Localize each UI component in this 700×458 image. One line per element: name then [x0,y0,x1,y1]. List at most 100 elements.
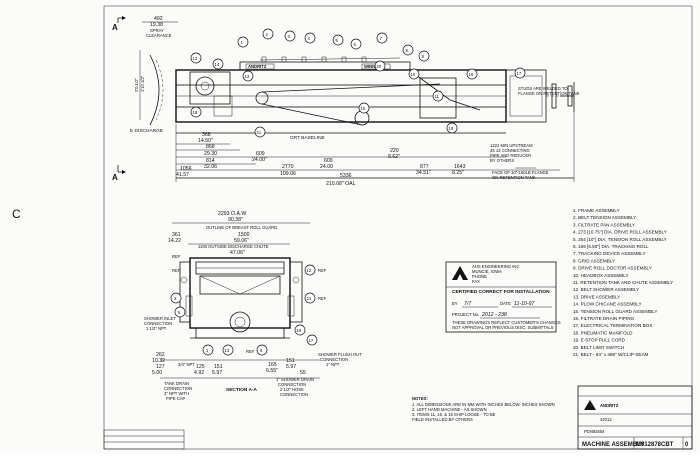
sec-bot-3: 5.00 [152,370,162,376]
title-drawing-number: M012878CBT [636,442,674,448]
parts-list-item: 11. RETENTION TANK AND CHUTE ASSEMBLY [573,280,673,285]
company-logo-icon [452,266,468,280]
notes-line-2: 3. ITEMS 11, 15, & 16 SHIP LOOSE - TO BE [412,412,496,417]
sec-bot-12: 5.97 [286,364,296,370]
bubble-t-0: 1 [241,40,244,45]
cert-by-value: 7/7 [464,301,472,307]
parts-list-item: 9. DRIVE ROLL DOCTOR ASSEMBLY [573,266,652,271]
dim-m-6: 220 [390,148,399,154]
parts-list-item: 6. 165 [6.50"] DIA. TRACKING ROLL [573,244,649,249]
sec-left-1: REF [172,268,181,273]
section-view: 2293 O.A.W 90.38" OUTLINE OF BREAST ROLL… [144,211,362,401]
ref-1: REF [318,296,327,301]
sec-bot-1: 10.32 [152,358,165,364]
bubble-t-15: 16 [469,72,474,77]
cert-footer-1: NOT APPROVAL OR PREVIOUS DISC. SUBMITTAL… [452,325,554,330]
bubble-t-1: 2 [266,32,269,37]
bubble-t-16: 17 [517,71,522,76]
bubble-t-8: 9 [422,54,425,59]
parts-list-item: 10. HEADBOX ASSEMBLY [573,273,629,278]
drain-outlet [229,311,251,333]
sec-bot-10: 6.55" [266,368,278,374]
dim-m-8: 877 [420,164,429,170]
left-dim-2: SPRAY [150,28,164,33]
sec-top-2: OUTLINE OF BREAST ROLL GUARD [206,225,277,230]
ref-0: REF [318,268,327,273]
bubble-s-3: 5 [178,310,181,315]
dim-m-5: 24.00 [320,164,333,170]
overall-dim-1: 210.08" OAL [326,181,356,187]
bubble-t-13: 14 [215,62,220,67]
dim-m-1: 24.00" [252,157,267,163]
sec-note-6: 1" NPT [326,362,340,367]
sec-bot-9: 165 [268,362,277,368]
bubble-s-0: 12 [307,268,312,273]
dim-l-7: 41.57 [176,172,189,178]
cert-company-1: MUNCIE, IOWA [472,269,502,274]
notes-line-0: 1. ALL DIMENSIONS ARE IN MM WITH INCHES … [412,402,555,407]
bubble-t-14: 15 [361,106,366,111]
bubble-t-12: 13 [245,74,250,79]
studs-note-0: STUDS ARE WELDED TO [518,86,568,91]
studs-note-1: FLANGE ON RETENTION TANK [518,91,580,96]
bubble-t-10: 11 [435,94,440,99]
side-dim-1: 14.22 [168,238,181,244]
parts-list-item: 2. BELT TENSION ASSEMBLY [573,215,636,220]
sec-top-0: 2293 O.A.W [218,211,246,217]
side-dim-0: 361 [172,232,181,238]
dim-l-3: 29.30 [204,151,217,157]
dim-m-7: 8.62" [388,154,400,160]
cert-date-value: 11-10-97 [514,301,535,307]
sec-top-5: 1193 OUTSIDE DISCHARGE CHUTE [198,244,269,249]
sec-note-7: 1" SHOWER DRAIN [276,377,314,382]
bubble-t-20: 21 [257,130,262,135]
dim-l-4: 814 [206,158,215,164]
top-view-balloons: 1 2 3 4 5 6 7 8 9 10 11 12 13 14 15 16 1… [190,28,526,138]
cert-project-value: 2012 - 238 [481,312,507,318]
certification-block: AHS ENGINEERING INC MUNCIE, IOWA PHONE F… [445,261,561,333]
bubble-t-6: 7 [380,36,383,41]
sec-left-3: CONNECTION [144,321,172,326]
sec-left-4: 1 1/2" NPT [146,326,167,331]
sec-left-0: REF [172,254,181,259]
cert-by-label: BY [452,301,458,306]
dim-m-2: 2770 [282,164,294,170]
bubble-t-5: 6 [354,42,357,47]
left-dim-0: 492 [154,16,163,22]
dim-m-4: 609 [324,158,333,164]
bubble-t-7: 8 [406,48,409,53]
bubble-s-1: 21 [307,296,312,301]
bubble-s-8: 1 [206,348,209,353]
dim-l-6: 1056 [180,166,192,172]
notes-line-1: 2. LEFT HAND MACHINE - AS SHOWN [412,407,487,412]
dim-l-1: 14.50" [198,138,213,144]
title-block: ANDRITZ 42012 PDN92654 MACHINE ASSEMBLY … [103,385,693,450]
parts-list-item: 21. BELT - 84" x 386" W/CLIP-SEAM [573,352,649,357]
cert-company-2: PHONE [472,274,487,279]
top-view: A A 492 19.38 SPRAY CLEARANCE 2'0.1/2" 1… [112,16,580,187]
retention-tank [419,77,457,119]
sheet-border [103,5,693,450]
sec-note-4: SHOWER FLUSH OUT [318,352,362,357]
dim-l-0: 368 [202,132,211,138]
sec-bot-8: 5.97 [212,370,222,376]
parts-list-item: 4. 273 [10.75"] DIA. DRIVE ROLL ASSEMBLY [573,230,667,235]
bubble-t-18: 19 [449,126,454,131]
discharge-arc [149,54,160,126]
parts-list-item: 1. FRAME ASSEMBLY [573,208,620,213]
flange-note-1: ON RETENTION TANK [492,175,536,180]
bubble-s-2: 3 [174,296,177,301]
bubble-s-7: 8 [260,348,263,353]
conn-note-3: BY OTHERS [490,158,514,163]
bubble-t-4: 5 [336,38,339,43]
section-mark-top: A [112,23,118,32]
cert-footer-0: THESE DRAWINGS REFLECT CUSTOMER'S CHANGE… [452,320,561,325]
dim-m-9: 34.51" [416,170,431,176]
sec-note-2: 3" NPT WITH [164,391,189,396]
parts-list-item: 20. BELT LIMIT SWITCH [573,345,624,350]
bubble-s-5: 17 [309,338,314,343]
sec-bot-6: 4.92 [194,370,204,376]
frame-section [189,257,291,329]
sec-note-5: CONNECTION [320,357,348,362]
